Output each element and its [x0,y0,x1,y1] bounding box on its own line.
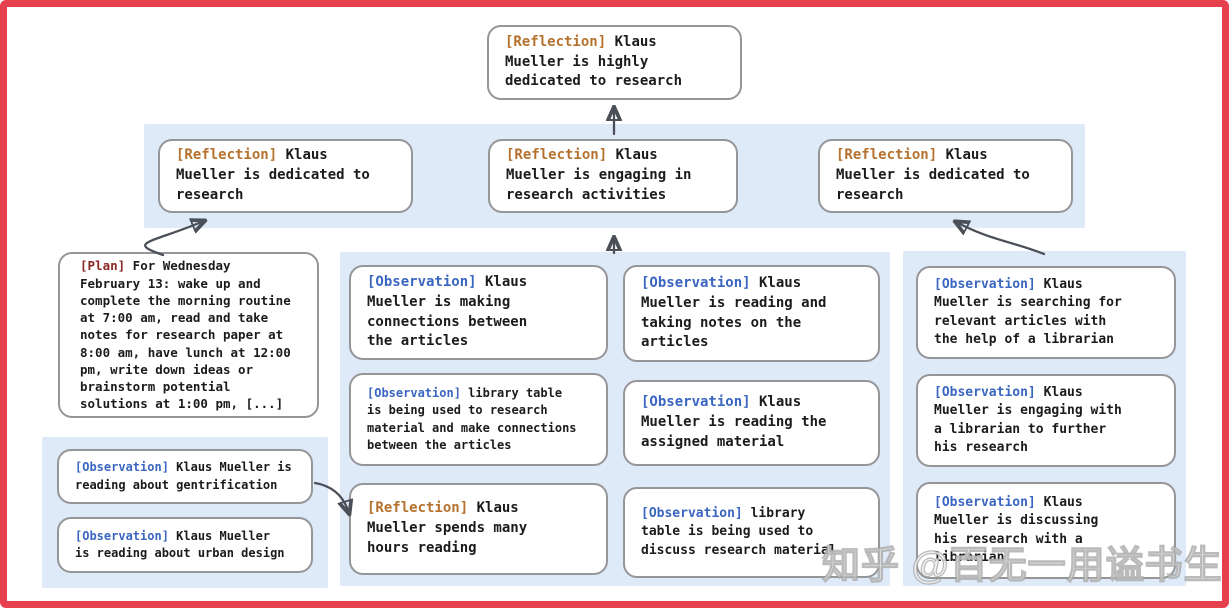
observation-tag: [Observation] [934,384,1036,400]
node-reflection-root: [Reflection] Klaus Mueller is highly ded… [487,25,742,100]
node-body: library table is being used to research … [367,386,577,452]
plan-tag: [Plan] [80,258,126,274]
node-body: Klaus Mueller is making connections betw… [367,273,528,350]
reflection-tag: [Reflection] [506,147,608,164]
node-text: [Reflection] Klaus Mueller is dedicated … [820,146,1042,206]
node-text: [Reflection] Klaus Mueller spends many h… [351,499,539,559]
node-reflection-left: [Reflection] Klaus Mueller is dedicated … [158,139,413,213]
node-text: [Observation] Klaus Mueller is discussin… [918,494,1110,568]
node-text: [Observation] library table is being use… [351,385,589,453]
node-body: Klaus Mueller spends many hours reading [367,500,528,556]
node-text: [Observation] Klaus Mueller is reading a… [59,528,297,562]
observation-tag: [Observation] [367,273,477,290]
node-body: Klaus Mueller is searching for relevant … [934,276,1122,347]
observation-tag: [Observation] [641,394,751,411]
node-observation-assigned-material: [Observation] Klaus Mueller is reading t… [623,380,880,466]
observation-tag: [Observation] [934,276,1036,292]
node-text: [Observation] Klaus Mueller is reading a… [59,459,304,493]
node-text: [Plan] For Wednesday February 13: wake u… [60,257,303,412]
node-body: Klaus Mueller is dedicated to research [836,147,1030,203]
node-reflection-middle: [Reflection] Klaus Mueller is engaging i… [488,139,738,213]
node-body: library table is being used to discuss r… [641,505,837,558]
node-observation-making-connections: [Observation] Klaus Mueller is making co… [349,265,608,360]
reflection-tag: [Reflection] [367,500,469,517]
node-observation-library-table-research: [Observation] library table is being use… [349,373,608,466]
node-text: [Observation] Klaus Mueller is reading t… [625,393,838,453]
reflection-tag: [Reflection] [176,147,278,164]
observation-tag: [Observation] [641,274,751,291]
node-body: Klaus Mueller is highly dedicated to res… [505,33,683,90]
node-text: [Observation] Klaus Mueller is making co… [351,273,539,353]
node-observation-taking-notes: [Observation] Klaus Mueller is reading a… [623,265,880,362]
node-body: Klaus Mueller is reading the assigned ma… [641,394,827,450]
node-body: Klaus Mueller is reading about urban des… [75,528,285,560]
node-body: Klaus Mueller is discussing his research… [934,494,1099,565]
node-observation-searching-articles: [Observation] Klaus Mueller is searching… [916,266,1176,359]
node-reflection-spends-hours-reading: [Reflection] Klaus Mueller spends many h… [349,483,608,575]
node-text: [Reflection] Klaus Mueller is highly ded… [489,33,694,93]
node-reflection-right: [Reflection] Klaus Mueller is dedicated … [818,139,1073,213]
node-text: [Reflection] Klaus Mueller is dedicated … [160,146,382,206]
node-body: Klaus Mueller is reading about gentrific… [75,460,292,492]
node-text: [Observation] library table is being use… [625,505,849,560]
reflection-tag: [Reflection] [505,33,607,50]
observation-tag: [Observation] [75,528,169,543]
node-body: Klaus Mueller is engaging with a librari… [934,384,1122,455]
reflection-tag: [Reflection] [836,147,938,164]
observation-tag: [Observation] [75,460,169,475]
node-observation-gentrification: [Observation] Klaus Mueller is reading a… [57,449,313,504]
node-text: [Observation] Klaus Mueller is engaging … [918,384,1134,458]
node-plan: [Plan] For Wednesday February 13: wake u… [58,252,319,418]
node-observation-discussing-research: [Observation] Klaus Mueller is discussin… [916,482,1176,579]
node-text: [Reflection] Klaus Mueller is engaging i… [490,146,703,206]
observation-tag: [Observation] [641,505,743,521]
node-observation-urban-design: [Observation] Klaus Mueller is reading a… [57,517,313,573]
node-text: [Observation] Klaus Mueller is reading a… [625,274,838,354]
observation-tag: [Observation] [934,494,1036,510]
node-body: For Wednesday February 13: wake up and c… [80,258,291,412]
node-body: Klaus Mueller is reading and taking note… [641,274,827,351]
observation-tag: [Observation] [367,386,461,401]
node-body: Klaus Mueller is dedicated to research [176,147,370,203]
node-observation-engaging-librarian: [Observation] Klaus Mueller is engaging … [916,374,1176,467]
node-observation-library-table-discuss: [Observation] library table is being use… [623,487,880,578]
zhihu-watermark: 知乎 @百无一用谥书生 [821,544,1223,587]
node-text: [Observation] Klaus Mueller is searching… [918,276,1134,350]
node-body: Klaus Mueller is engaging in research ac… [506,147,692,203]
